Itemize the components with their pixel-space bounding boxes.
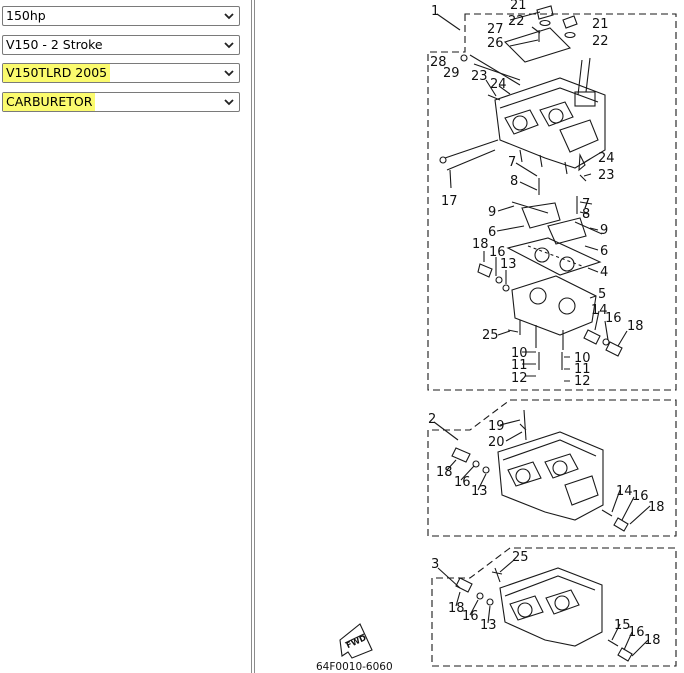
part-callout[interactable]: 23 (471, 69, 488, 84)
fwd-arrow-label: FWD (345, 633, 368, 650)
part-callout[interactable]: 12 (511, 371, 528, 386)
pane-divider[interactable] (251, 0, 252, 673)
part-callout[interactable]: 18 (448, 601, 465, 616)
part-callout[interactable]: 7 (582, 197, 590, 212)
assembly-select[interactable]: CARBURETOR (2, 92, 240, 112)
part-callout[interactable]: 12 (574, 374, 591, 389)
part-callout[interactable]: 16 (489, 245, 506, 260)
chevron-down-icon (224, 42, 234, 49)
part-callout[interactable]: 6 (488, 225, 496, 240)
part-callout[interactable]: 16 (628, 625, 645, 640)
part-callout[interactable]: 13 (500, 257, 517, 272)
part-callout[interactable]: 18 (644, 633, 661, 648)
chevron-down-icon (224, 99, 234, 106)
part-callout[interactable]: 18 (472, 237, 489, 252)
part-callout[interactable]: 10 (574, 351, 591, 366)
part-callout[interactable]: 19 (488, 419, 505, 434)
part-callout[interactable]: 20 (488, 435, 505, 450)
part-callout[interactable]: 21 (510, 0, 527, 13)
part-callout[interactable]: 24 (598, 151, 615, 166)
section-label-1: 1 (431, 4, 439, 19)
part-callout[interactable]: 6 (600, 244, 608, 259)
part-callout[interactable]: 13 (471, 484, 488, 499)
part-callout[interactable]: 16 (605, 311, 622, 326)
horsepower-select[interactable]: 150hp (2, 6, 240, 26)
part-callout[interactable]: 8 (582, 207, 590, 222)
pane-divider-shadow (254, 0, 255, 673)
part-callout[interactable]: 18 (648, 500, 665, 515)
part-callout[interactable]: 18 (627, 319, 644, 334)
part-callout[interactable]: 16 (632, 489, 649, 504)
part-callout[interactable]: 22 (592, 34, 609, 49)
model-family-select-value: V150 - 2 Stroke (6, 37, 103, 52)
filter-sidebar: 150hp V150 - 2 Stroke V150TLRD 2005 CARB… (0, 0, 250, 673)
part-callout[interactable]: 22 (508, 14, 525, 29)
model-select-value: V150TLRD 2005 (3, 64, 111, 82)
part-callout[interactable]: 27 (487, 22, 504, 37)
part-callout[interactable]: 16 (454, 475, 471, 490)
part-callout[interactable]: 9 (600, 223, 608, 238)
part-callout[interactable]: 5 (598, 287, 606, 302)
horsepower-select-value: 150hp (6, 8, 46, 23)
section-label-2: 2 (428, 412, 436, 427)
model-family-select[interactable]: V150 - 2 Stroke (2, 35, 240, 55)
part-callout[interactable]: 21 (592, 17, 609, 32)
part-callout[interactable]: 18 (436, 465, 453, 480)
part-callout[interactable]: 25 (512, 550, 529, 565)
part-callout[interactable]: 16 (462, 609, 479, 624)
chevron-down-icon (224, 70, 234, 77)
chevron-down-icon (224, 13, 234, 20)
part-callout[interactable]: 17 (441, 194, 458, 209)
part-callout[interactable]: 9 (488, 205, 496, 220)
part-callout[interactable]: 14 (616, 484, 633, 499)
part-callout[interactable]: 10 (511, 346, 528, 361)
section-label-3: 3 (431, 557, 439, 572)
part-callout[interactable]: 15 (614, 618, 631, 633)
part-callout[interactable]: 11 (511, 358, 528, 373)
diagram-code: 64F0010-6060 (316, 661, 393, 673)
part-callout[interactable]: 26 (487, 36, 504, 51)
parts-diagram: 1 2 3 21 22 21 22 27 26 28 29 23 24 24 2… (258, 0, 684, 673)
part-callout[interactable]: 7 (508, 155, 516, 170)
part-callout[interactable]: 8 (510, 174, 518, 189)
part-callout[interactable]: 24 (490, 77, 507, 92)
part-callout[interactable]: 23 (598, 168, 615, 183)
model-select[interactable]: V150TLRD 2005 (2, 63, 240, 83)
part-callout[interactable]: 25 (482, 328, 499, 343)
part-callout[interactable]: 11 (574, 362, 591, 377)
assembly-select-value: CARBURETOR (3, 93, 96, 111)
part-callout[interactable]: 13 (480, 618, 497, 633)
part-callout[interactable]: 29 (443, 66, 460, 81)
part-callout[interactable]: 28 (430, 55, 447, 70)
exploded-view-drawing: 1 2 3 21 22 21 22 27 26 28 29 23 24 24 2… (316, 0, 677, 673)
part-callout[interactable]: 14 (591, 303, 608, 318)
part-callout[interactable]: 4 (600, 265, 608, 280)
